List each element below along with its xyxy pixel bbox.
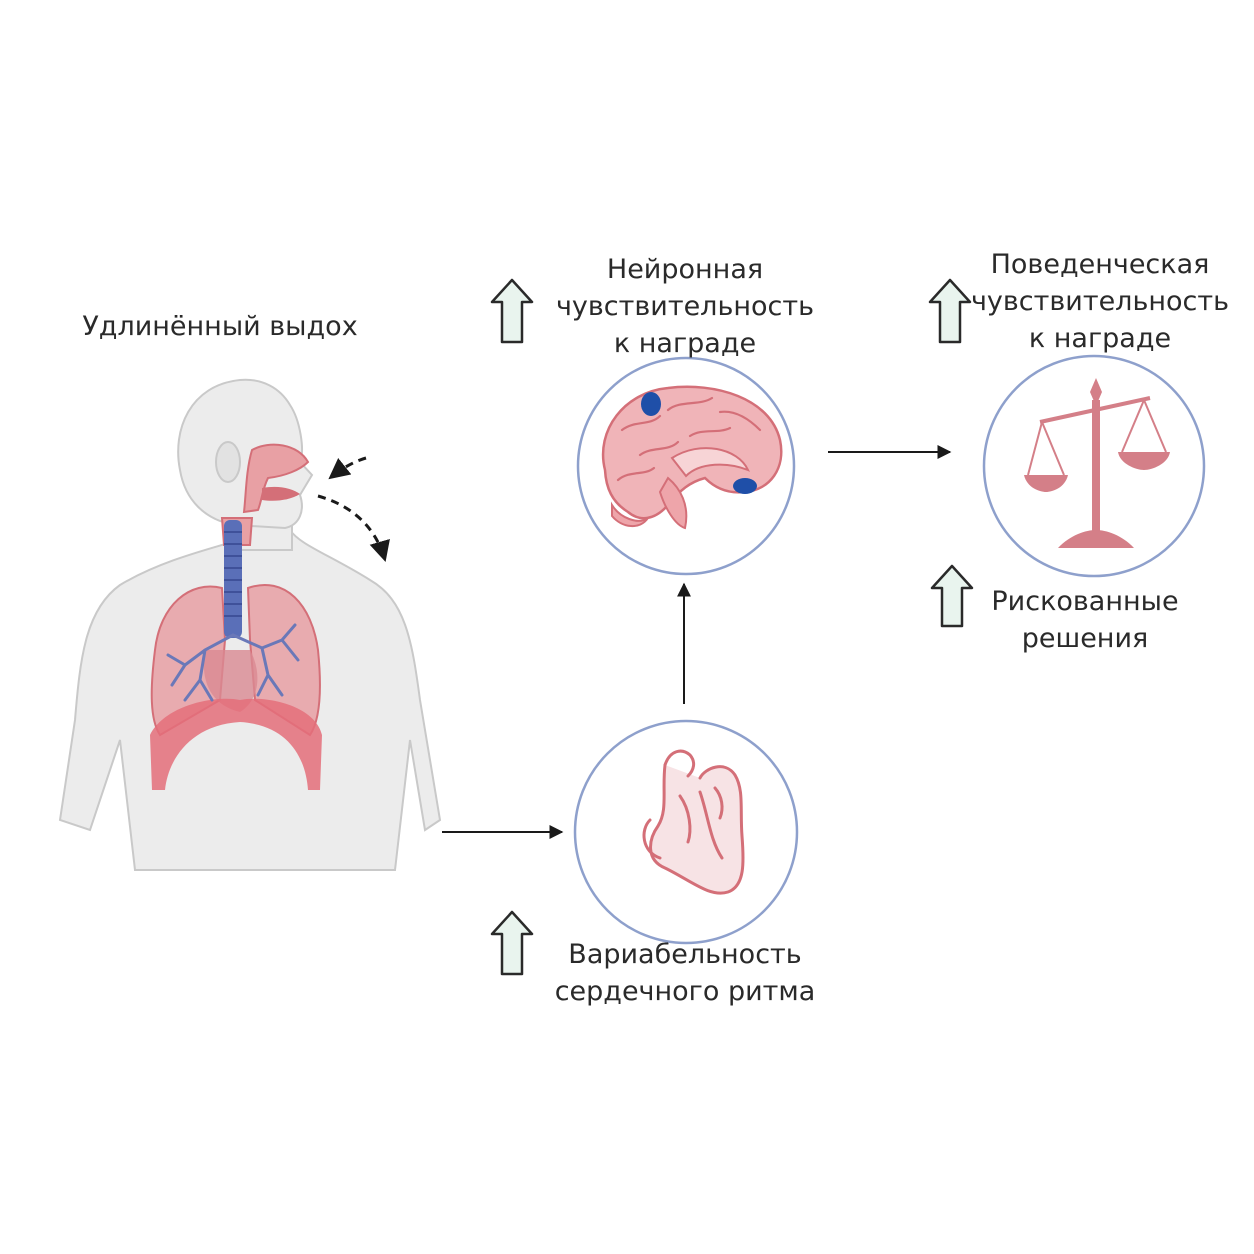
label-behavioral-line-1: Поведенческая: [990, 249, 1210, 280]
label-behavioral-line-2: чувствительность: [970, 286, 1230, 317]
label-behavioral-line-3: к награде: [1028, 323, 1172, 354]
inhale-airflow-arrow: [328, 456, 367, 480]
diaphragm: [150, 698, 322, 790]
label-exhale: Удлинённый выдох: [60, 308, 380, 345]
mouth-cavity: [262, 486, 300, 501]
label-risky-line-2: решения: [1021, 623, 1149, 654]
human-respiratory-figure: [58, 378, 442, 871]
label-hrv-line-1: Вариабельность: [568, 939, 802, 970]
label-hrv-line-2: сердечного ритма: [554, 976, 816, 1007]
nasal-cavity: [242, 443, 310, 514]
heart-icon: [642, 749, 745, 895]
label-risky-line-1: Рискованные: [991, 586, 1179, 617]
up-arrow-icon-neural: [490, 278, 534, 344]
balance-scale-icon: [1024, 378, 1170, 548]
exhale-airflow-arrow: [317, 494, 390, 563]
label-neural-line-3: к награде: [613, 328, 757, 359]
ear: [215, 441, 241, 483]
brain-region-ventral-marker: [733, 478, 757, 494]
brain-region-dorsal-marker: [641, 392, 661, 416]
brain-icon: [601, 385, 783, 530]
label-neural-line-1: Нейронная: [606, 254, 764, 285]
label-risky-decisions: Рискованные решения: [985, 583, 1185, 657]
up-arrow-icon-risky: [930, 564, 974, 628]
up-arrow-icon-behavioral: [928, 278, 972, 344]
label-behavioral-reward-sensitivity: Поведенческая чувствительность к награде: [965, 246, 1235, 357]
bronchial-tree: [166, 623, 300, 702]
up-arrow-icon-hrv: [490, 910, 534, 976]
heart-in-chest: [203, 650, 258, 712]
label-neural-reward-sensitivity: Нейронная чувствительность к награде: [540, 251, 830, 362]
label-heart-rate-variability: Вариабельность сердечного ритма: [545, 936, 825, 1010]
label-exhale-line: Удлинённый выдох: [82, 311, 358, 342]
trachea: [224, 520, 242, 638]
label-neural-line-2: чувствительность: [555, 291, 815, 322]
